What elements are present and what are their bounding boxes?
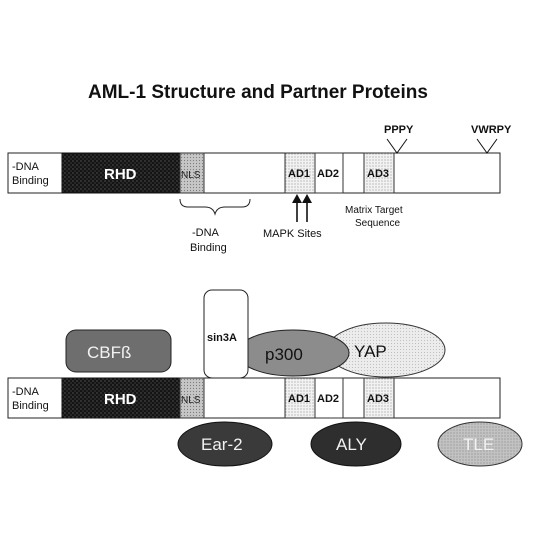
p300-partner: p300 bbox=[236, 329, 350, 377]
bottom-protein-bar: -DNA Binding RHD NLS AD1 AD2 AD3 bbox=[7, 377, 501, 419]
top-rhd-domain bbox=[61, 152, 181, 194]
yap-partner: YAP bbox=[326, 322, 446, 378]
mapk-sites-label: MAPK Sites bbox=[263, 228, 322, 240]
cbfb-partner: CBFß bbox=[65, 329, 172, 373]
top-nls-domain bbox=[179, 152, 205, 194]
bottom-ad1-domain bbox=[284, 377, 316, 419]
vwrpy-motif-marker bbox=[476, 138, 498, 154]
mapk-arrows bbox=[292, 194, 312, 222]
ear2-label: Ear-2 bbox=[201, 435, 243, 454]
sin3a-partner: sin3A bbox=[203, 289, 249, 379]
brace-label-2: Binding bbox=[190, 242, 227, 254]
top-ad2-domain bbox=[314, 152, 344, 194]
bottom-nls-label: NLS bbox=[181, 395, 201, 406]
cbfb-label: CBFß bbox=[87, 343, 131, 362]
p300-label: p300 bbox=[265, 345, 303, 364]
top-ad3-domain bbox=[363, 152, 395, 194]
matrix-target-label-2: Sequence bbox=[355, 218, 400, 229]
aly-partner: ALY bbox=[310, 421, 402, 467]
top-nls-label: NLS bbox=[181, 170, 201, 181]
bottom-dna-binding-label-1: -DNA bbox=[12, 386, 40, 398]
bottom-ad2-domain bbox=[314, 377, 344, 419]
matrix-target-label-1: Matrix Target bbox=[345, 205, 403, 216]
bottom-ad3-label: AD3 bbox=[367, 393, 389, 405]
tle-partner: TLE bbox=[437, 421, 523, 467]
top-dna-binding-label-1: -DNA bbox=[12, 161, 40, 173]
bottom-ad3-domain bbox=[363, 377, 395, 419]
pppy-label: PPPY bbox=[384, 124, 414, 136]
pppy-motif-marker bbox=[386, 138, 408, 154]
bottom-ad1-label: AD1 bbox=[288, 393, 310, 405]
bottom-rhd-domain bbox=[61, 377, 181, 419]
yap-label: YAP bbox=[354, 342, 387, 361]
bottom-ad2-label: AD2 bbox=[317, 393, 339, 405]
top-ad2-label: AD2 bbox=[317, 168, 339, 180]
bottom-nls-domain bbox=[179, 377, 205, 419]
tle-label: TLE bbox=[463, 435, 494, 454]
top-dna-binding-label-2: Binding bbox=[12, 175, 49, 187]
top-ad3-label: AD3 bbox=[367, 168, 389, 180]
vwrpy-label: VWRPY bbox=[471, 124, 512, 136]
ear2-partner: Ear-2 bbox=[177, 421, 273, 467]
top-rhd-label: RHD bbox=[104, 166, 137, 183]
dna-binding-brace bbox=[179, 198, 251, 216]
brace-label-1: -DNA bbox=[192, 227, 220, 239]
aly-label: ALY bbox=[336, 435, 367, 454]
diagram-title: AML-1 Structure and Partner Proteins bbox=[88, 82, 428, 103]
top-protein-bar: -DNA Binding RHD NLS AD1 AD2 AD3 PPPY VW… bbox=[7, 124, 512, 254]
bottom-dna-binding-label-2: Binding bbox=[12, 400, 49, 412]
sin3a-label: sin3A bbox=[207, 332, 237, 344]
bottom-rhd-label: RHD bbox=[104, 391, 137, 408]
top-ad1-label: AD1 bbox=[288, 168, 310, 180]
